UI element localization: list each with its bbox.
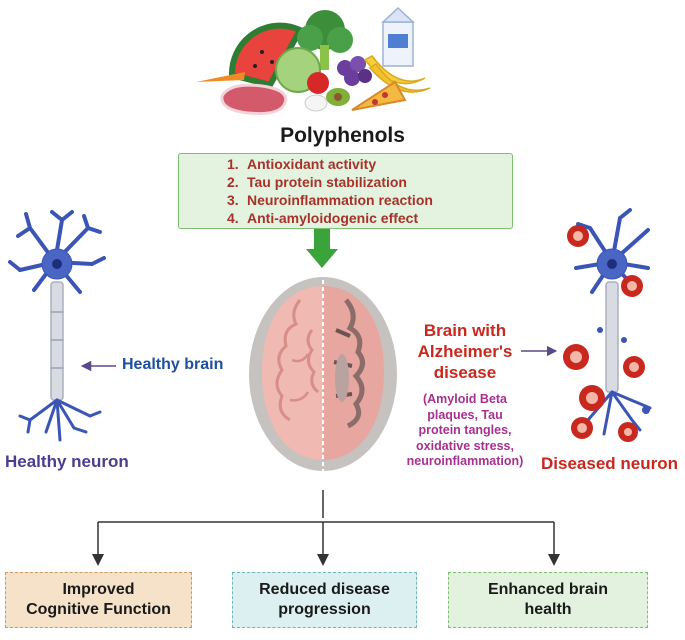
alz-detail-line: neuroinflammation) — [406, 454, 524, 468]
outcome-line: health — [524, 601, 572, 618]
alz-detail-line: protein tangles, — [418, 423, 512, 437]
mechanism-item: 4.Anti-amyloidogenic effect — [227, 210, 419, 226]
outcome-disease-progression: Reduced disease progression — [232, 572, 417, 628]
polyphenols-title: Polyphenols — [280, 124, 405, 147]
alz-detail-line: plaques, Tau — [427, 407, 503, 422]
amyloid-plaque-icons — [563, 225, 650, 442]
mechanisms-box: 1.Antioxidant activity 2.Tau protein sta… — [178, 153, 513, 229]
mechanism-item: 1.Antioxidant activity — [227, 156, 377, 172]
diseased-neuron-label: Diseased neuron — [541, 454, 678, 473]
outcome-line: Improved — [62, 581, 135, 598]
outcome-line: Reduced disease — [259, 581, 390, 598]
outcome-line: progression — [278, 601, 371, 618]
mechanisms-list: 1.Antioxidant activity 2.Tau protein sta… — [227, 155, 433, 227]
alz-detail-line: (Amyloid Beta — [422, 392, 508, 406]
alzheimer-line: Alzheimer's — [417, 342, 513, 361]
outcome-line: Cognitive Function — [26, 601, 171, 618]
alz-detail-line: oxidative stress, — [416, 438, 514, 453]
alzheimer-brain-label: Brain with Alzheimer's disease — [398, 320, 532, 383]
mechanism-item: 3.Neuroinflammation reaction — [227, 192, 433, 208]
healthy-neuron-icon — [8, 210, 106, 442]
outcome-line: Enhanced brain — [487, 581, 609, 598]
alzheimer-line: Brain with — [423, 321, 507, 340]
outcome-brain-health: Enhanced brain health — [448, 572, 648, 628]
healthy-brain-label: Healthy brain — [122, 356, 224, 373]
alzheimer-line: disease — [433, 363, 497, 382]
food-group-icon — [196, 6, 431, 115]
outcome-connectors — [92, 490, 560, 566]
alzheimer-details: (Amyloid Beta plaques, Tau protein tangl… — [398, 392, 532, 470]
brain-cross-section-icon — [249, 277, 397, 490]
healthy-neuron-label: Healthy neuron — [5, 452, 129, 471]
mechanism-item: 2.Tau protein stabilization — [227, 174, 407, 190]
green-down-arrow-icon — [306, 229, 338, 268]
